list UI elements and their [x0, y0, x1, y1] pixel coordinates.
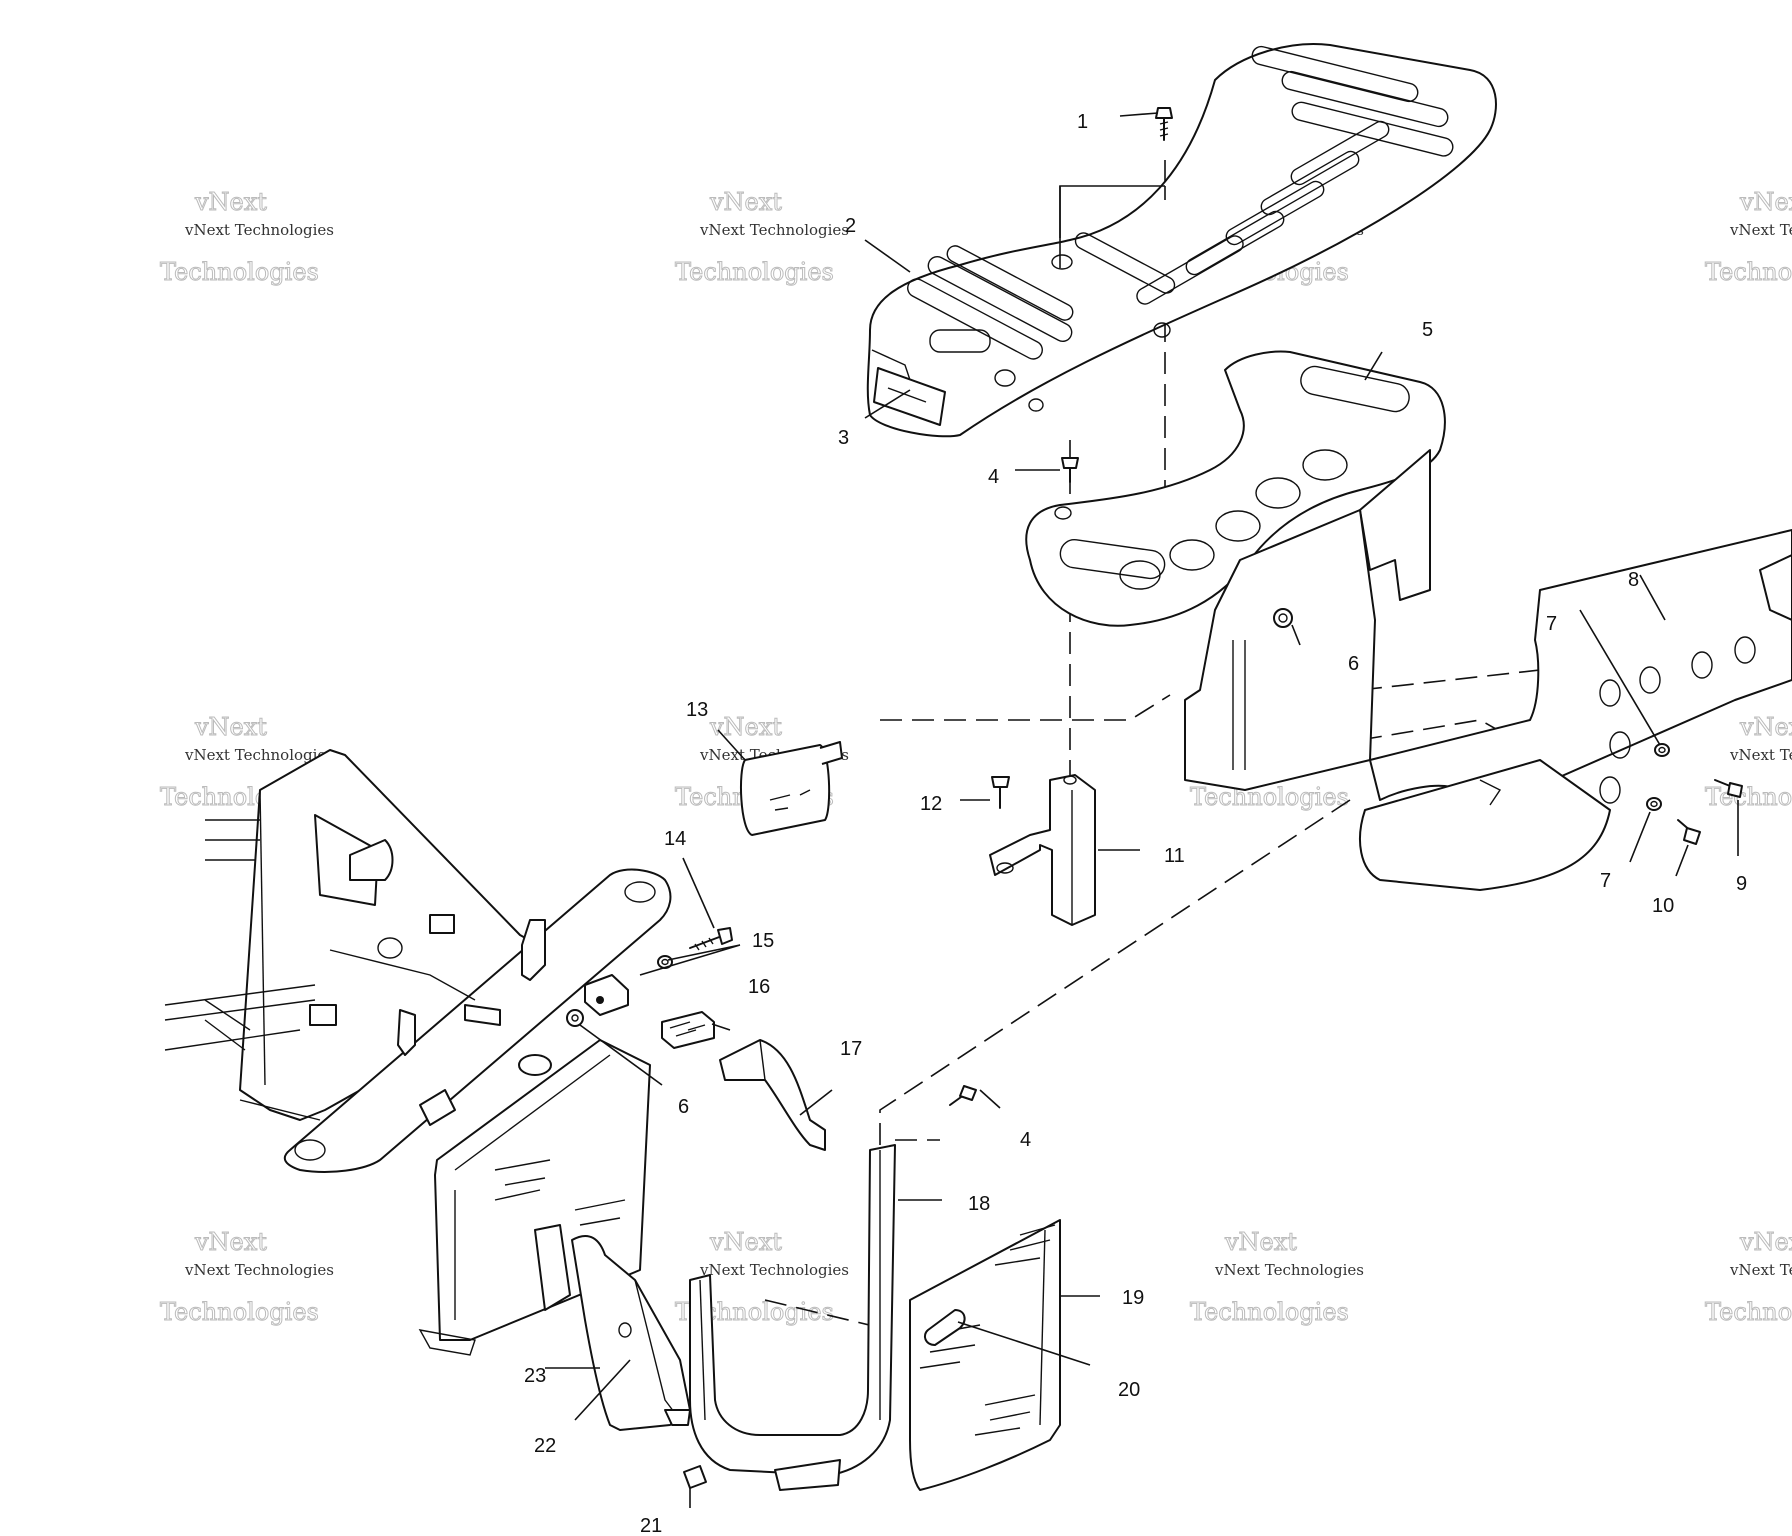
callout-18: 18 [968, 1193, 990, 1215]
callout-14: 14 [664, 828, 686, 850]
watermark: vNext vNext Technologies Technologies [160, 1228, 335, 1327]
svg-text:vNext: vNext [709, 188, 782, 216]
svg-text:Technologies: Technologies [675, 258, 834, 286]
nut-6-upper [1273, 608, 1293, 628]
bolt-9 [1714, 779, 1743, 798]
clip-21 [683, 1465, 707, 1489]
callout-10: 10 [1652, 895, 1674, 917]
svg-text:Technologies: Technologies [1190, 1298, 1349, 1326]
watermark: vNext vNext Technologies Technologies [160, 188, 335, 287]
fasteners [566, 107, 1743, 1489]
callout-22: 22 [534, 1435, 556, 1457]
callout-17: 17 [840, 1038, 862, 1060]
svg-text:vNext Technologies: vNext Technologies [184, 1261, 334, 1279]
svg-text:Technologies: Technologies [160, 258, 319, 286]
callout-19: 19 [1122, 1287, 1144, 1309]
watermark: vNext vNext Technologies Technologies [675, 188, 850, 287]
callout-6-upper: 6 [1348, 653, 1359, 675]
washer-7-upper [1654, 743, 1670, 757]
callout-13: 13 [686, 699, 708, 721]
callout-6-lower: 6 [678, 1096, 689, 1118]
svg-text:vNext: vNext [1739, 713, 1792, 741]
svg-text:vNext Technologies: vNext Technologies [1729, 746, 1792, 764]
spacer-block [584, 974, 629, 1016]
svg-text:vNext: vNext [194, 188, 267, 216]
screw-4-upper [1061, 457, 1079, 483]
svg-text:vNext Technologies: vNext Technologies [1214, 1261, 1364, 1279]
washer-7-lower [1646, 797, 1662, 811]
svg-text:vNext: vNext [194, 1228, 267, 1256]
rear-rack [866, 43, 1497, 438]
callout-4-upper: 4 [988, 466, 999, 488]
svg-text:Technologies: Technologies [1705, 1298, 1792, 1326]
watermark: vNext vNext Technologies Technologies [1705, 1228, 1792, 1327]
svg-text:vNext: vNext [1739, 188, 1792, 216]
callout-4-lower: 4 [1020, 1129, 1031, 1151]
watermark: vNext vNext Technologies Technologies [1705, 713, 1792, 812]
bar-bracket [719, 1039, 826, 1151]
svg-text:Technologies: Technologies [1190, 783, 1349, 811]
screw-4-lower [949, 1085, 977, 1106]
svg-text:vNext Technologies: vNext Technologies [184, 221, 334, 239]
bolt-10 [1677, 819, 1701, 845]
svg-text:Technologies: Technologies [1705, 258, 1792, 286]
side-guard [571, 1235, 691, 1431]
callout-23: 23 [524, 1365, 546, 1387]
watermark: vNext vNext Technologies Technologies [1705, 188, 1792, 287]
callout-11: 11 [1164, 845, 1185, 867]
callout-7-lower: 7 [1600, 870, 1611, 892]
svg-text:Technologies: Technologies [160, 1298, 319, 1326]
svg-text:vNext: vNext [194, 713, 267, 741]
callout-5: 5 [1422, 319, 1433, 341]
screw-12 [991, 776, 1010, 809]
nut-6-lower [566, 1009, 584, 1027]
mud-flap [909, 1219, 1061, 1491]
frame [164, 749, 672, 1173]
svg-text:vNext: vNext [1739, 1228, 1792, 1256]
svg-text:vNext Technologies: vNext Technologies [699, 221, 849, 239]
callout-16: 16 [748, 976, 770, 998]
rack-support [1025, 350, 1446, 791]
leader-lines [545, 112, 1739, 1508]
callout-9: 9 [1736, 873, 1747, 895]
mount-bracket [989, 774, 1096, 926]
callout-20: 20 [1118, 1379, 1140, 1401]
svg-text:Technologies: Technologies [1705, 783, 1792, 811]
tail-light [739, 741, 843, 836]
svg-text:vNext Technologies: vNext Technologies [184, 746, 334, 764]
svg-text:vNext Technologies: vNext Technologies [1729, 1261, 1792, 1279]
callout-12: 12 [920, 793, 942, 815]
callout-21: 21 [640, 1515, 662, 1536]
u-frame [689, 1144, 896, 1491]
bolt-14 [689, 927, 733, 951]
svg-text:vNext: vNext [1224, 1228, 1297, 1256]
svg-text:vNext: vNext [709, 1228, 782, 1256]
svg-text:vNext: vNext [709, 713, 782, 741]
rear-bumper [1359, 529, 1792, 891]
watermark: vNext vNext Technologies Technologies [1190, 1228, 1365, 1327]
reflector [873, 367, 946, 426]
callouts: 1 2 3 4 4 5 6 6 7 7 8 9 10 11 12 13 14 1… [524, 111, 1747, 1536]
callout-2: 2 [845, 215, 856, 237]
callout-1: 1 [1077, 111, 1088, 133]
screw-1 [1155, 107, 1173, 141]
callout-7-upper: 7 [1546, 613, 1557, 635]
svg-text:vNext Technologies: vNext Technologies [1729, 221, 1792, 239]
svg-text:vNext Technologies: vNext Technologies [699, 1261, 849, 1279]
callout-15: 15 [752, 930, 774, 952]
callout-8: 8 [1628, 569, 1639, 591]
rubber-block-16 [661, 1011, 715, 1049]
callout-3: 3 [838, 427, 849, 449]
